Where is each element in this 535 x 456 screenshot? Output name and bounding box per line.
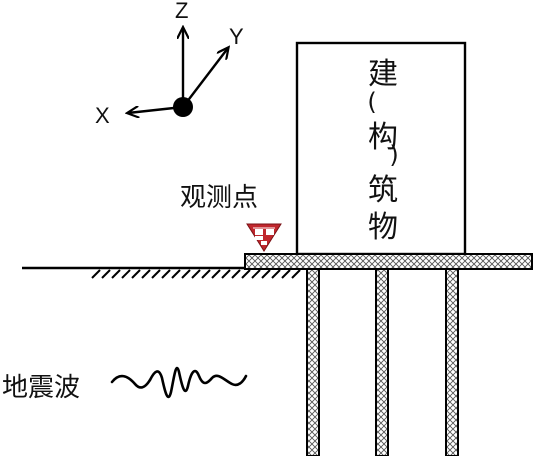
ground-hatch-mark xyxy=(271,269,281,279)
pile-cap xyxy=(244,253,533,270)
ground xyxy=(22,266,301,279)
ground-hatch-mark xyxy=(141,269,151,279)
ground-hatch-mark xyxy=(181,269,191,279)
z-axis-label: Z xyxy=(175,0,188,23)
building-char-4: ) xyxy=(389,141,398,169)
pile-right xyxy=(445,268,459,456)
ground-hatch-mark xyxy=(151,269,161,279)
ground-hatch-mark xyxy=(211,269,221,279)
ground-hatch-mark xyxy=(281,269,291,279)
ground-hatch-mark xyxy=(231,269,241,279)
observation-point-marker xyxy=(246,223,282,252)
pile-left xyxy=(306,268,320,456)
ground-hatch-mark xyxy=(221,269,231,279)
ground-hatch-mark xyxy=(201,269,211,279)
building-char-6: 物 xyxy=(368,210,398,245)
building-char-2: ( xyxy=(367,88,376,116)
ground-hatch-mark xyxy=(101,269,111,279)
building-char-5: 筑 xyxy=(368,173,398,208)
coordinate-axes: Z Y X xyxy=(95,0,244,128)
seismic-wave-label: 地震波 xyxy=(2,373,80,403)
ground-hatch-mark xyxy=(251,269,261,279)
ground-hatch-mark xyxy=(241,269,251,279)
ground-hatch-mark xyxy=(191,269,201,279)
building-char-1: 建 xyxy=(368,57,398,92)
y-axis-label: Y xyxy=(229,24,244,49)
ground-hatch-mark xyxy=(261,269,271,279)
building-body xyxy=(295,41,467,256)
ground-hatch-mark xyxy=(131,269,141,279)
ground-hatch-mark xyxy=(171,269,181,279)
ground-hatch-mark xyxy=(111,269,121,279)
observation-point: 观测点 xyxy=(180,183,282,252)
ground-hatch-mark xyxy=(291,269,301,279)
seismic-wave: 地震波 xyxy=(2,366,248,403)
piles xyxy=(306,268,459,456)
seismic-waveform xyxy=(110,366,248,399)
x-axis-label: X xyxy=(95,103,110,128)
building-char-3: 构 xyxy=(368,120,398,155)
ground-hatch-mark xyxy=(91,269,101,279)
ground-hatching xyxy=(91,269,301,279)
ground-hatch-mark xyxy=(121,269,131,279)
pile-middle xyxy=(375,268,389,456)
building: 建 ( 构 ) 筑 物 xyxy=(295,41,467,256)
ground-hatch-mark xyxy=(161,269,171,279)
origin-dot xyxy=(173,97,193,117)
y-axis-arrow xyxy=(182,48,228,108)
observation-point-label: 观测点 xyxy=(180,183,258,213)
